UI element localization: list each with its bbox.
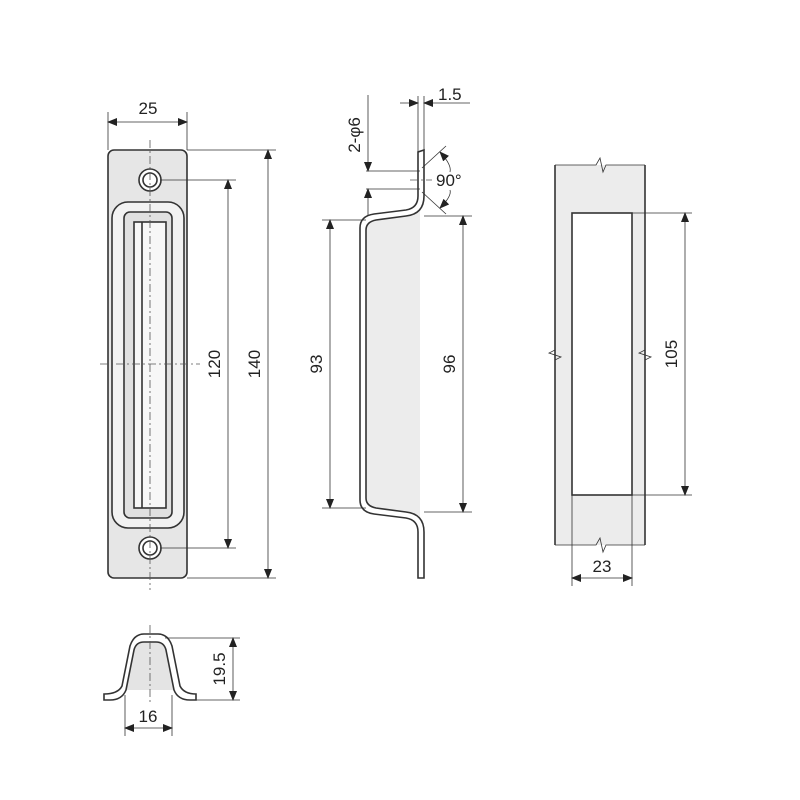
svg-text:23: 23 — [593, 557, 612, 576]
svg-text:140: 140 — [245, 350, 264, 378]
svg-text:105: 105 — [662, 340, 681, 368]
dimension-depth-93: 93 — [307, 219, 366, 509]
svg-text:90°: 90° — [436, 171, 462, 190]
dimension-section-width-16: 16 — [124, 695, 173, 736]
dimension-width-25: 25 — [107, 99, 188, 150]
svg-text:93: 93 — [307, 355, 326, 374]
dimension-depth-96: 96 — [424, 215, 472, 513]
svg-text:120: 120 — [205, 350, 224, 378]
dimension-holes-2-dia-6: 2-φ6 — [345, 95, 420, 215]
dimension-thickness-1.5: 1.5 — [400, 85, 470, 152]
dimension-length-140: 140 — [187, 149, 276, 579]
svg-text:25: 25 — [139, 99, 158, 118]
svg-text:19.5: 19.5 — [210, 652, 229, 685]
dimension-cutout-width-23: 23 — [571, 495, 633, 586]
side-view — [359, 148, 432, 579]
svg-text:96: 96 — [440, 355, 459, 374]
dimension-angle-90: 90° — [421, 145, 462, 215]
dimension-section-height-19.5: 19.5 — [165, 637, 240, 701]
front-view — [100, 140, 200, 590]
svg-text:16: 16 — [139, 707, 158, 726]
dimension-cutout-length-105: 105 — [632, 212, 692, 496]
cutout-view — [547, 156, 653, 554]
svg-text:1.5: 1.5 — [438, 85, 462, 104]
svg-text:2-φ6: 2-φ6 — [345, 117, 364, 153]
section-view — [103, 625, 197, 705]
dimension-hole-spacing-120: 120 — [160, 179, 236, 549]
